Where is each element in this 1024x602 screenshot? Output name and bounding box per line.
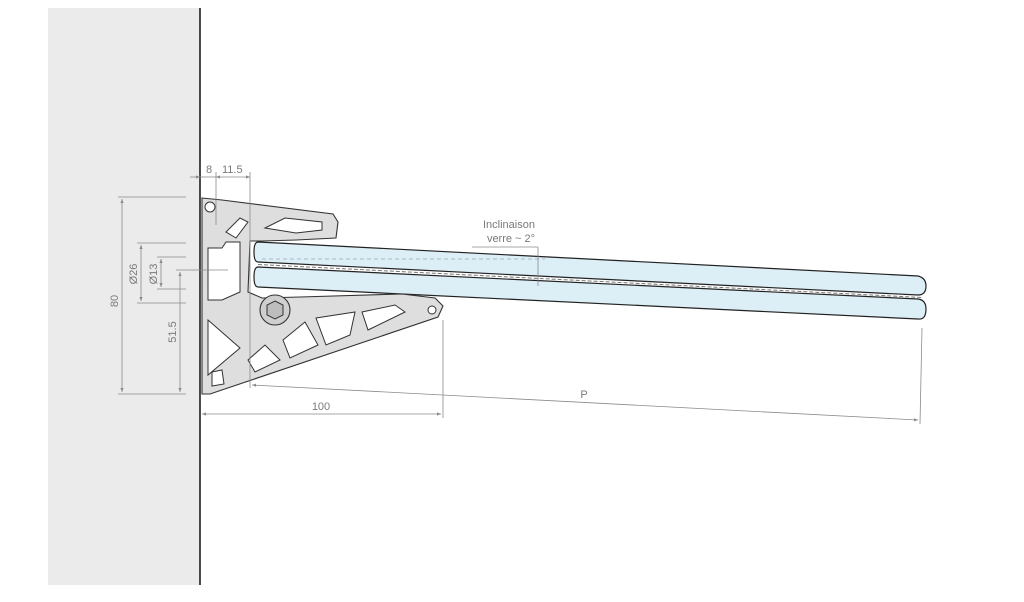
dim-offset-label: 11.5 [222, 164, 243, 176]
dim-gap-label: 8 [206, 164, 212, 176]
wall [48, 8, 200, 585]
bracket-profile [201, 197, 444, 395]
glass-panel [253, 241, 927, 320]
dim-projection-label: P [580, 389, 587, 401]
inclination-label-2: verre ~ 2° [487, 233, 535, 245]
hex-socket-icon [266, 300, 284, 320]
dim-diameter-outer-label: Ø26 [128, 264, 140, 285]
dim-height-label: 80 [109, 295, 121, 307]
dim-diameter-inner-label: Ø13 [148, 264, 160, 285]
dimension-lines [118, 172, 923, 425]
dim-axis-height-label: 51.5 [167, 321, 179, 342]
inclination-label-1: Inclinaison [483, 219, 535, 231]
dim-depth-label: 100 [312, 401, 330, 413]
